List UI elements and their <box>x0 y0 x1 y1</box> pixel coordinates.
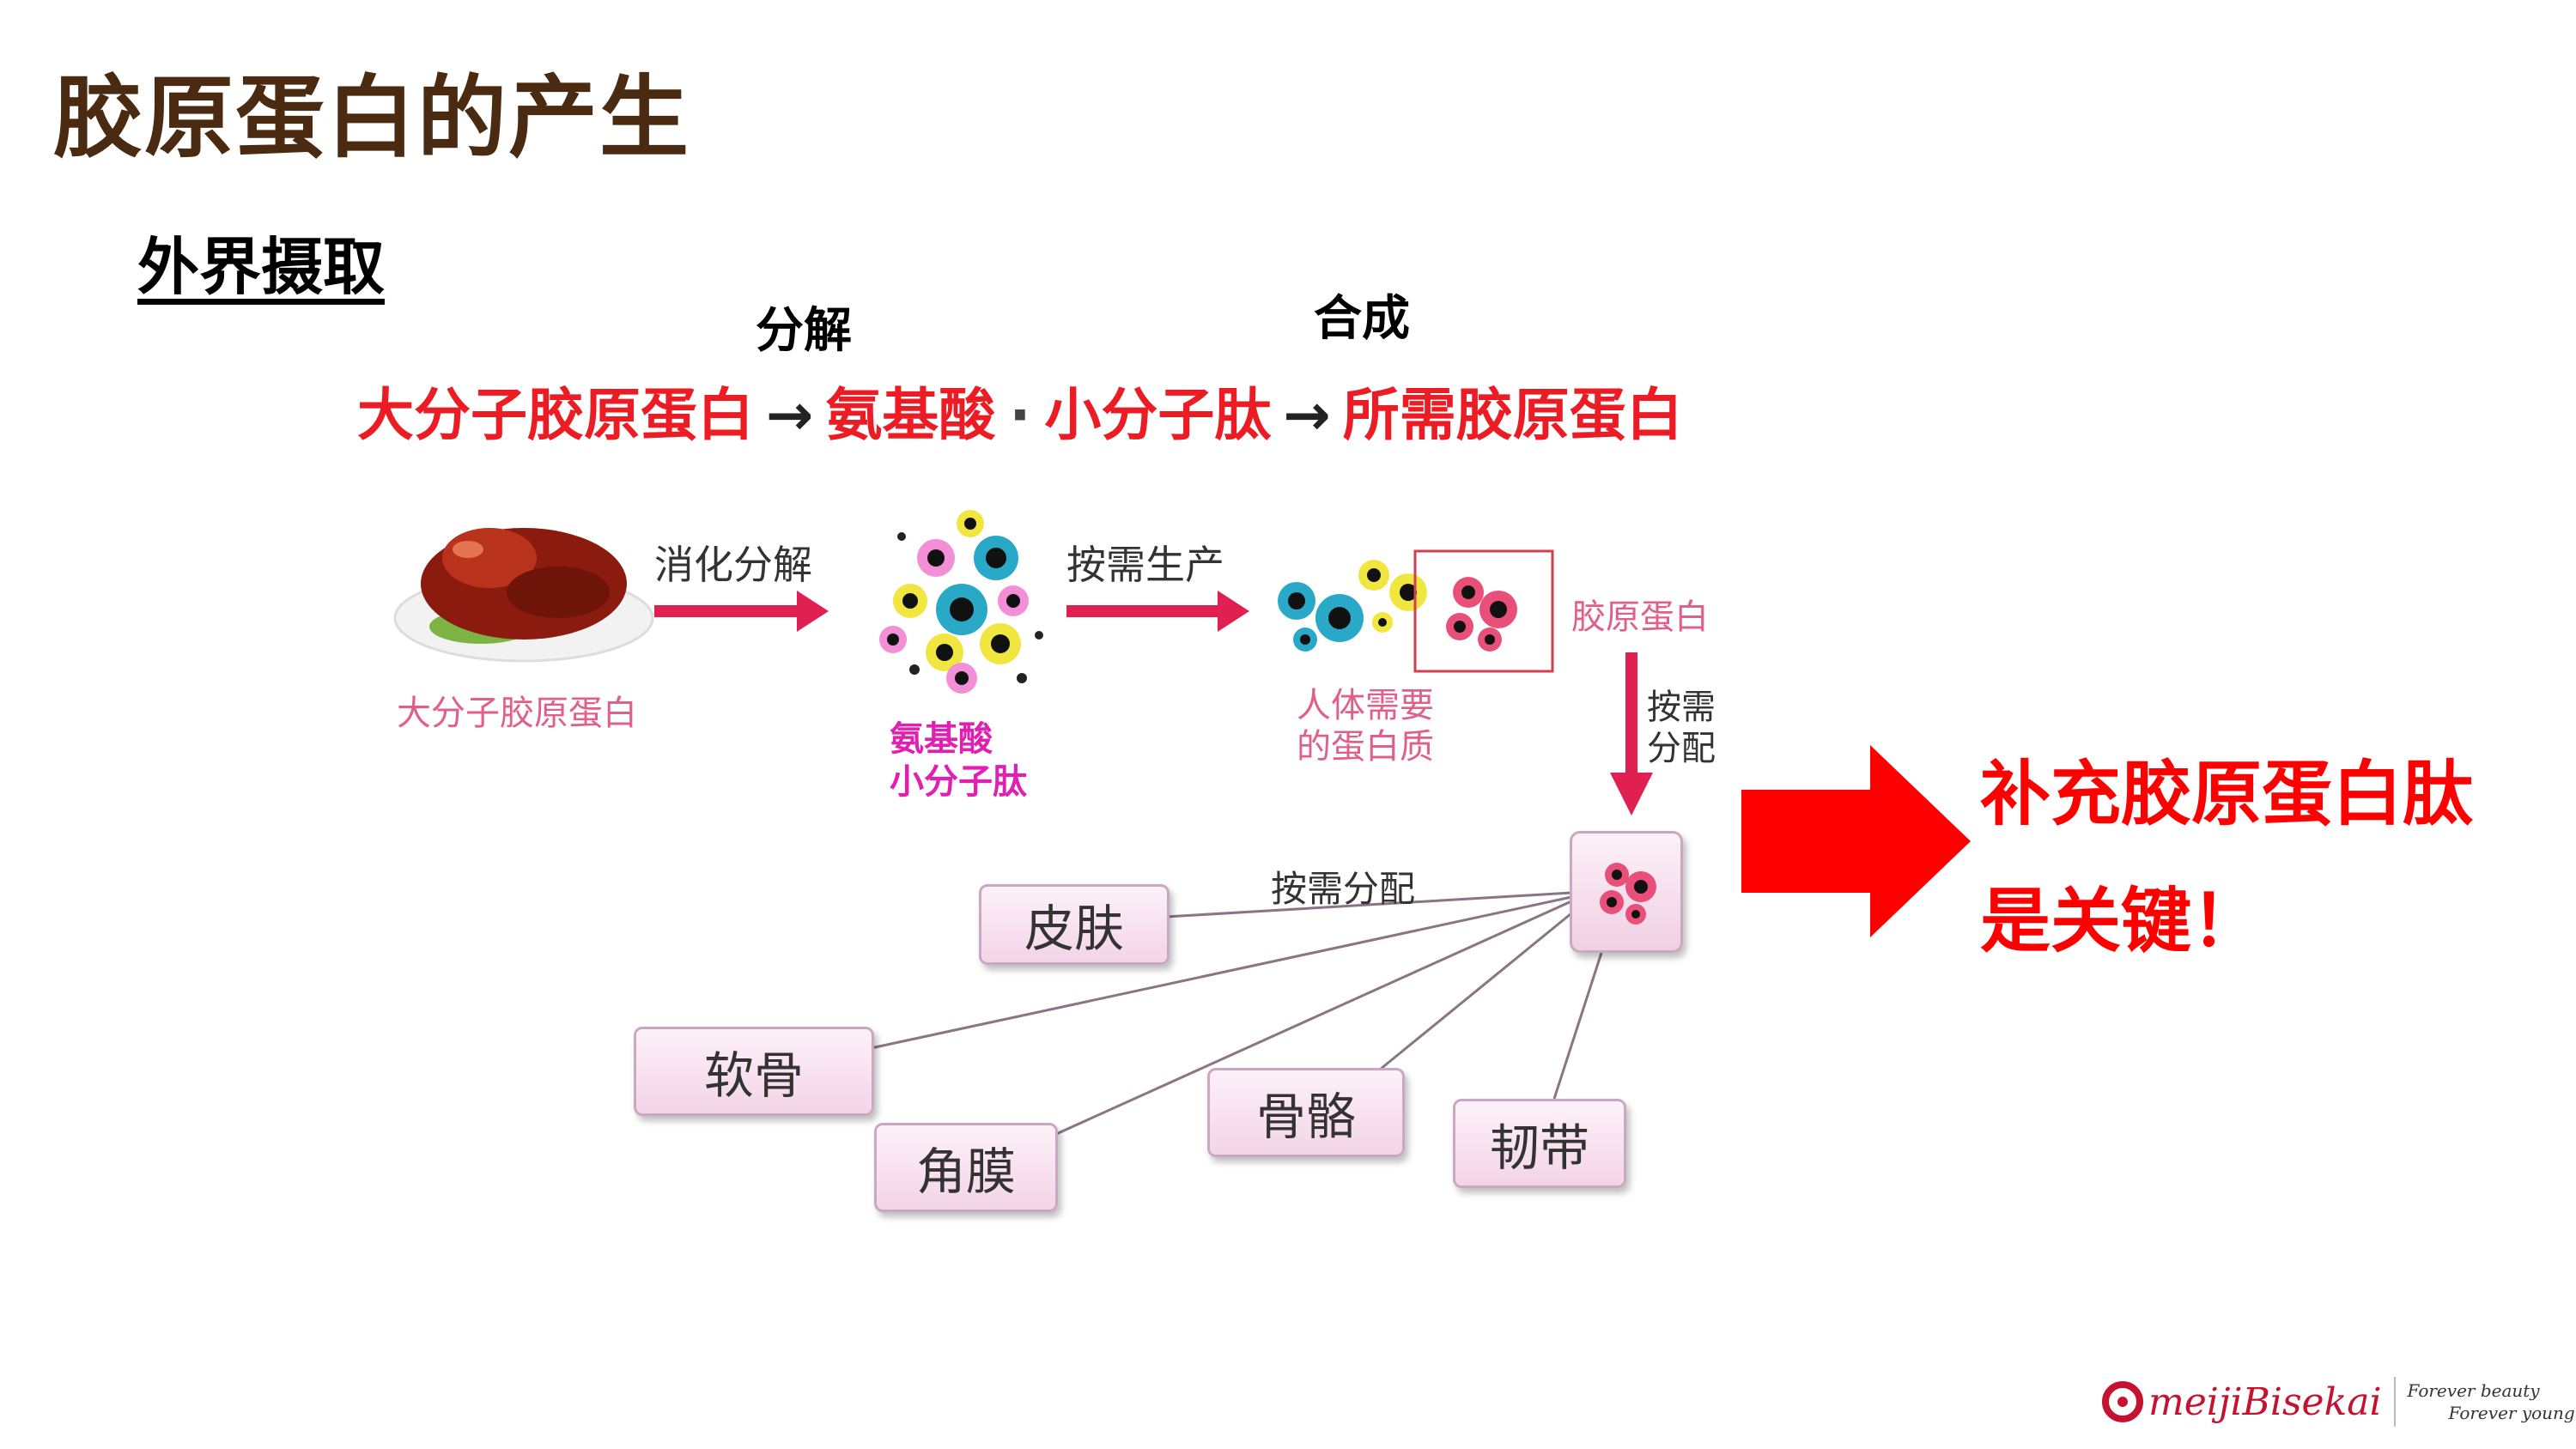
organ-bone: 骨骼 <box>1207 1068 1405 1157</box>
logo-mark-icon <box>2102 1381 2143 1422</box>
collagen-cluster-icon <box>1446 577 1517 652</box>
formula-separator: · <box>1009 382 1031 448</box>
digest-label: 消化分解 <box>654 542 812 588</box>
collagen-label: 胶原蛋白 <box>1571 597 1709 637</box>
organ-ligament-label: 韧带 <box>1489 1119 1589 1177</box>
brand-logo: meijiBisekai Forever beauty Forever youn… <box>2102 1377 2575 1427</box>
formula-product-2: 小分子肽 <box>1044 382 1272 448</box>
conclusion-line2: 是关键！ <box>1980 881 2263 962</box>
amino-cluster-icon <box>879 510 1043 694</box>
protein-cluster-icon <box>1278 560 1427 652</box>
organ-cartilage-label: 软骨 <box>703 1046 804 1105</box>
organ-cartilage: 软骨 <box>634 1027 874 1116</box>
food-label: 大分子胶原蛋白 <box>397 694 637 733</box>
amino-label-line1: 氨基酸 <box>890 719 993 759</box>
distribute-vertical-line2: 分配 <box>1647 729 1716 768</box>
logo-divider <box>2393 1377 2396 1427</box>
formula-product-1: 氨基酸 <box>825 382 996 448</box>
formula-source: 大分子胶原蛋白 <box>357 382 754 448</box>
decompose-label: 分解 <box>756 303 852 359</box>
page-title: 胶原蛋白的产生 <box>53 65 691 170</box>
organ-skin: 皮肤 <box>979 884 1170 965</box>
formula-result: 所需胶原蛋白 <box>1342 382 1683 448</box>
distribute-arrow-icon <box>1610 652 1653 815</box>
arrow-icon: → <box>1283 382 1331 448</box>
section-title: 外界摄取 <box>137 231 386 303</box>
protein-label-line1: 人体需要 <box>1297 686 1434 725</box>
protein-label: 人体需要 的蛋白质 <box>1297 685 1434 767</box>
logo-slogan-line1: Forever beauty <box>2407 1380 2540 1401</box>
conclusion-line1: 补充胶原蛋白肽 <box>1980 754 2474 835</box>
distribute-vertical-label: 按需 分配 <box>1647 687 1716 769</box>
organ-bone-label: 骨骼 <box>1255 1088 1356 1146</box>
food-icon <box>393 528 654 663</box>
flow-formula: 大分子胶原蛋白→氨基酸·小分子肽→所需胶原蛋白 <box>357 369 1683 452</box>
organ-skin-label: 皮肤 <box>1024 900 1124 958</box>
cell-hub-icon <box>1600 863 1656 925</box>
distribute-vertical-line1: 按需 <box>1647 688 1716 727</box>
collagen-box <box>1413 549 1554 673</box>
arrow-icon: → <box>766 382 814 448</box>
logo-name: meijiBisekai <box>2148 1379 2382 1424</box>
organ-cornea-label: 角膜 <box>915 1143 1016 1201</box>
amino-label: 氨基酸 小分子肽 <box>890 718 1027 803</box>
big-arrow-icon <box>1741 745 1971 937</box>
produce-arrow-icon <box>1066 591 1249 632</box>
logo-slogan: Forever beauty Forever young <box>2408 1379 2575 1424</box>
protein-label-line2: 的蛋白质 <box>1297 727 1434 767</box>
produce-label: 按需生产 <box>1066 542 1224 588</box>
distribution-lines <box>866 891 1603 1137</box>
digest-arrow-icon <box>654 591 829 632</box>
distribute-label: 按需分配 <box>1271 868 1416 910</box>
amino-label-line2: 小分子肽 <box>890 762 1027 802</box>
synthesize-label: 合成 <box>1314 291 1410 347</box>
logo-slogan-line2: Forever young <box>2448 1403 2575 1423</box>
organ-ligament: 韧带 <box>1453 1099 1626 1188</box>
cell-hub <box>1570 831 1683 953</box>
organ-cornea: 角膜 <box>874 1123 1058 1212</box>
